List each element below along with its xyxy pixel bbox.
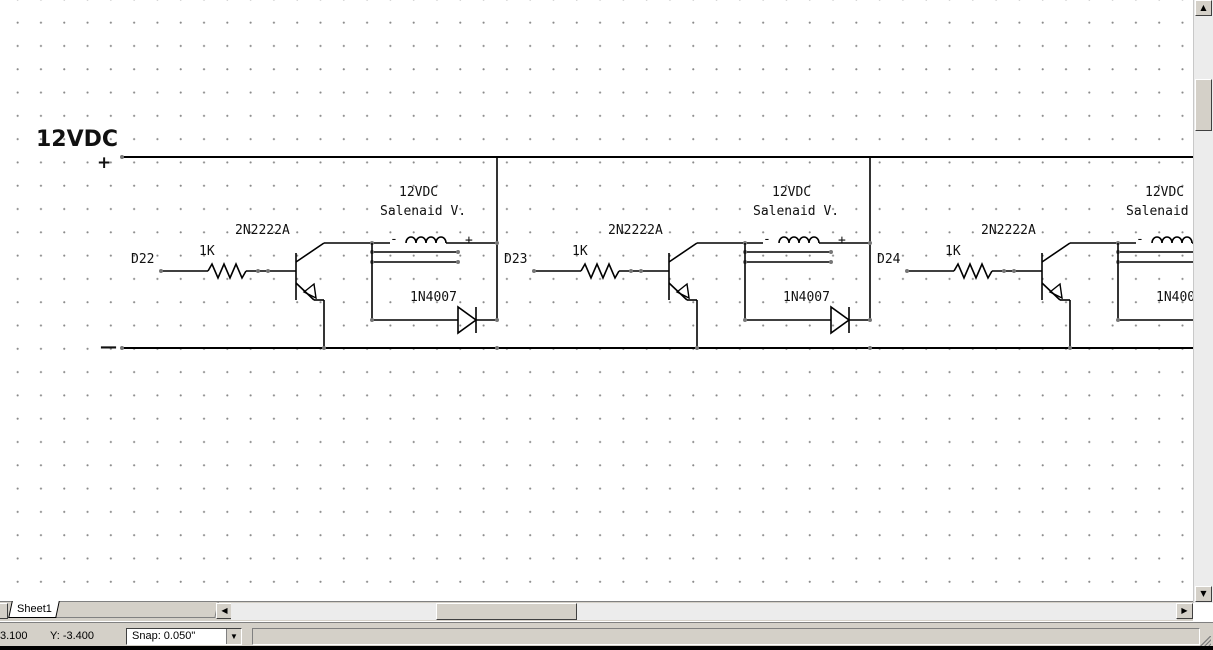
wire-node (743, 318, 747, 322)
status-message-field (252, 628, 1200, 645)
driver-stage: D22 1K 2N2222A 12VDC Salenaid V. 1N4007 - + (131, 157, 499, 350)
tab-strip (54, 602, 219, 618)
emitter-arrow-icon (302, 282, 317, 300)
scroll-up-arrow-icon[interactable]: ▲ (1195, 0, 1212, 16)
tab-scroll-left-icon[interactable] (0, 603, 8, 619)
plus-rail-label: + (97, 153, 111, 173)
input-pin-label: D23 (504, 252, 527, 267)
wire-node (868, 318, 872, 322)
wire-node (868, 241, 872, 245)
solenoid-name-label: Salenaid V. (380, 204, 466, 219)
emitter-arrow-icon (1048, 282, 1063, 300)
wire-node (639, 269, 643, 273)
input-pin-label: D22 (131, 252, 154, 267)
coil-plus-label: + (465, 233, 473, 248)
rail-node (120, 155, 124, 159)
wire-node (532, 269, 536, 273)
scroll-down-arrow-icon[interactable]: ▼ (1195, 586, 1212, 602)
schematic-canvas[interactable]: 12VDC + — D22 1K 2N2222A 12VDC Salenaid V. 1N… (0, 0, 1193, 601)
diode-part-label: 1N4007 (410, 290, 457, 305)
coil-plus-label: + (838, 233, 846, 248)
diode-symbol[interactable] (457, 305, 478, 335)
diode-symbol[interactable] (830, 305, 851, 335)
cursor-x-readout: 3.100 (0, 630, 28, 642)
transistor-part-label: 2N2222A (608, 223, 663, 238)
wire-node (1116, 318, 1120, 322)
wire-node (495, 318, 499, 322)
wire-node (829, 250, 833, 254)
solenoid-name-label: Salenaid V. (753, 204, 839, 219)
coil-minus-label: - (1136, 232, 1144, 247)
sheet-tab-bar: Sheet1 ◀ ▶ (0, 601, 1193, 621)
wire-node (495, 346, 499, 350)
coil-minus-label: - (763, 232, 771, 247)
resistor-value-label: 1K (945, 244, 961, 259)
wire-node (495, 241, 499, 245)
wire-node (159, 269, 163, 273)
wire-node (1012, 269, 1016, 273)
scroll-right-arrow-icon[interactable]: ▶ (1176, 603, 1193, 619)
wire-node (1002, 269, 1006, 273)
horizontal-scroll-thumb[interactable] (436, 603, 577, 620)
diode-part-label: 1N4007 (1156, 290, 1193, 305)
driver-stage: D23 1K 2N2222A 12VDC Salenaid V. 1N4007 - + (504, 157, 872, 350)
wire-node (456, 250, 460, 254)
wire-node (695, 346, 699, 350)
wire-node (868, 346, 872, 350)
coil-minus-label: - (390, 232, 398, 247)
solenoid-name-label: Salenaid V. (1126, 204, 1193, 219)
wire-node (266, 269, 270, 273)
coil-symbol[interactable] (405, 236, 447, 244)
coil-voltage-label: 12VDC (399, 185, 438, 200)
resistor-value-label: 1K (199, 244, 215, 259)
coil-voltage-label: 12VDC (1145, 185, 1184, 200)
emitter-arrow-icon (675, 282, 690, 300)
wire-node (370, 318, 374, 322)
resize-grip-icon[interactable] (1199, 636, 1211, 648)
vertical-scrollbar[interactable]: ▲ ▼ (1193, 0, 1213, 603)
wire-node (629, 269, 633, 273)
supply-label: 12VDC (36, 127, 118, 152)
transistor-part-label: 2N2222A (981, 223, 1036, 238)
schematic-drawing[interactable]: 12VDC + — D22 1K 2N2222A 12VDC Salenaid V. 1N… (0, 0, 1193, 601)
wire-node (1068, 346, 1072, 350)
resistor-symbol[interactable] (207, 261, 247, 281)
wire-node (256, 269, 260, 273)
coil-voltage-label: 12VDC (772, 185, 811, 200)
coil-symbol[interactable] (778, 236, 820, 244)
wire-node (456, 260, 460, 264)
resistor-symbol[interactable] (953, 261, 993, 281)
horizontal-scrollbar[interactable] (231, 603, 1177, 620)
cursor-y-readout: Y: -3.400 (50, 630, 95, 642)
resistor-symbol[interactable] (580, 261, 620, 281)
transistor-part-label: 2N2222A (235, 223, 290, 238)
wire-node (322, 346, 326, 350)
wire-node (829, 260, 833, 264)
wire-node (905, 269, 909, 273)
collector-lead[interactable] (668, 242, 698, 263)
vertical-scroll-thumb[interactable] (1195, 79, 1212, 131)
window-bottom-edge (0, 646, 1213, 650)
resistor-value-label: 1K (572, 244, 588, 259)
collector-lead[interactable] (295, 242, 325, 263)
chevron-down-icon[interactable]: ▼ (226, 629, 241, 644)
tab-sheet1-label: Sheet1 (17, 603, 52, 615)
minus-rail-label: — (100, 337, 117, 357)
coil-symbol[interactable] (1151, 236, 1193, 244)
input-pin-label: D24 (877, 252, 901, 267)
diode-part-label: 1N4007 (783, 290, 830, 305)
rail-node (120, 346, 124, 350)
snap-value: Snap: 0.050" (132, 630, 196, 642)
snap-select[interactable]: Snap: 0.050" ▼ (126, 628, 242, 645)
status-bar: 3.100 Y: -3.400 Snap: 0.050" ▼ (0, 622, 1213, 650)
collector-lead[interactable] (1041, 242, 1071, 263)
